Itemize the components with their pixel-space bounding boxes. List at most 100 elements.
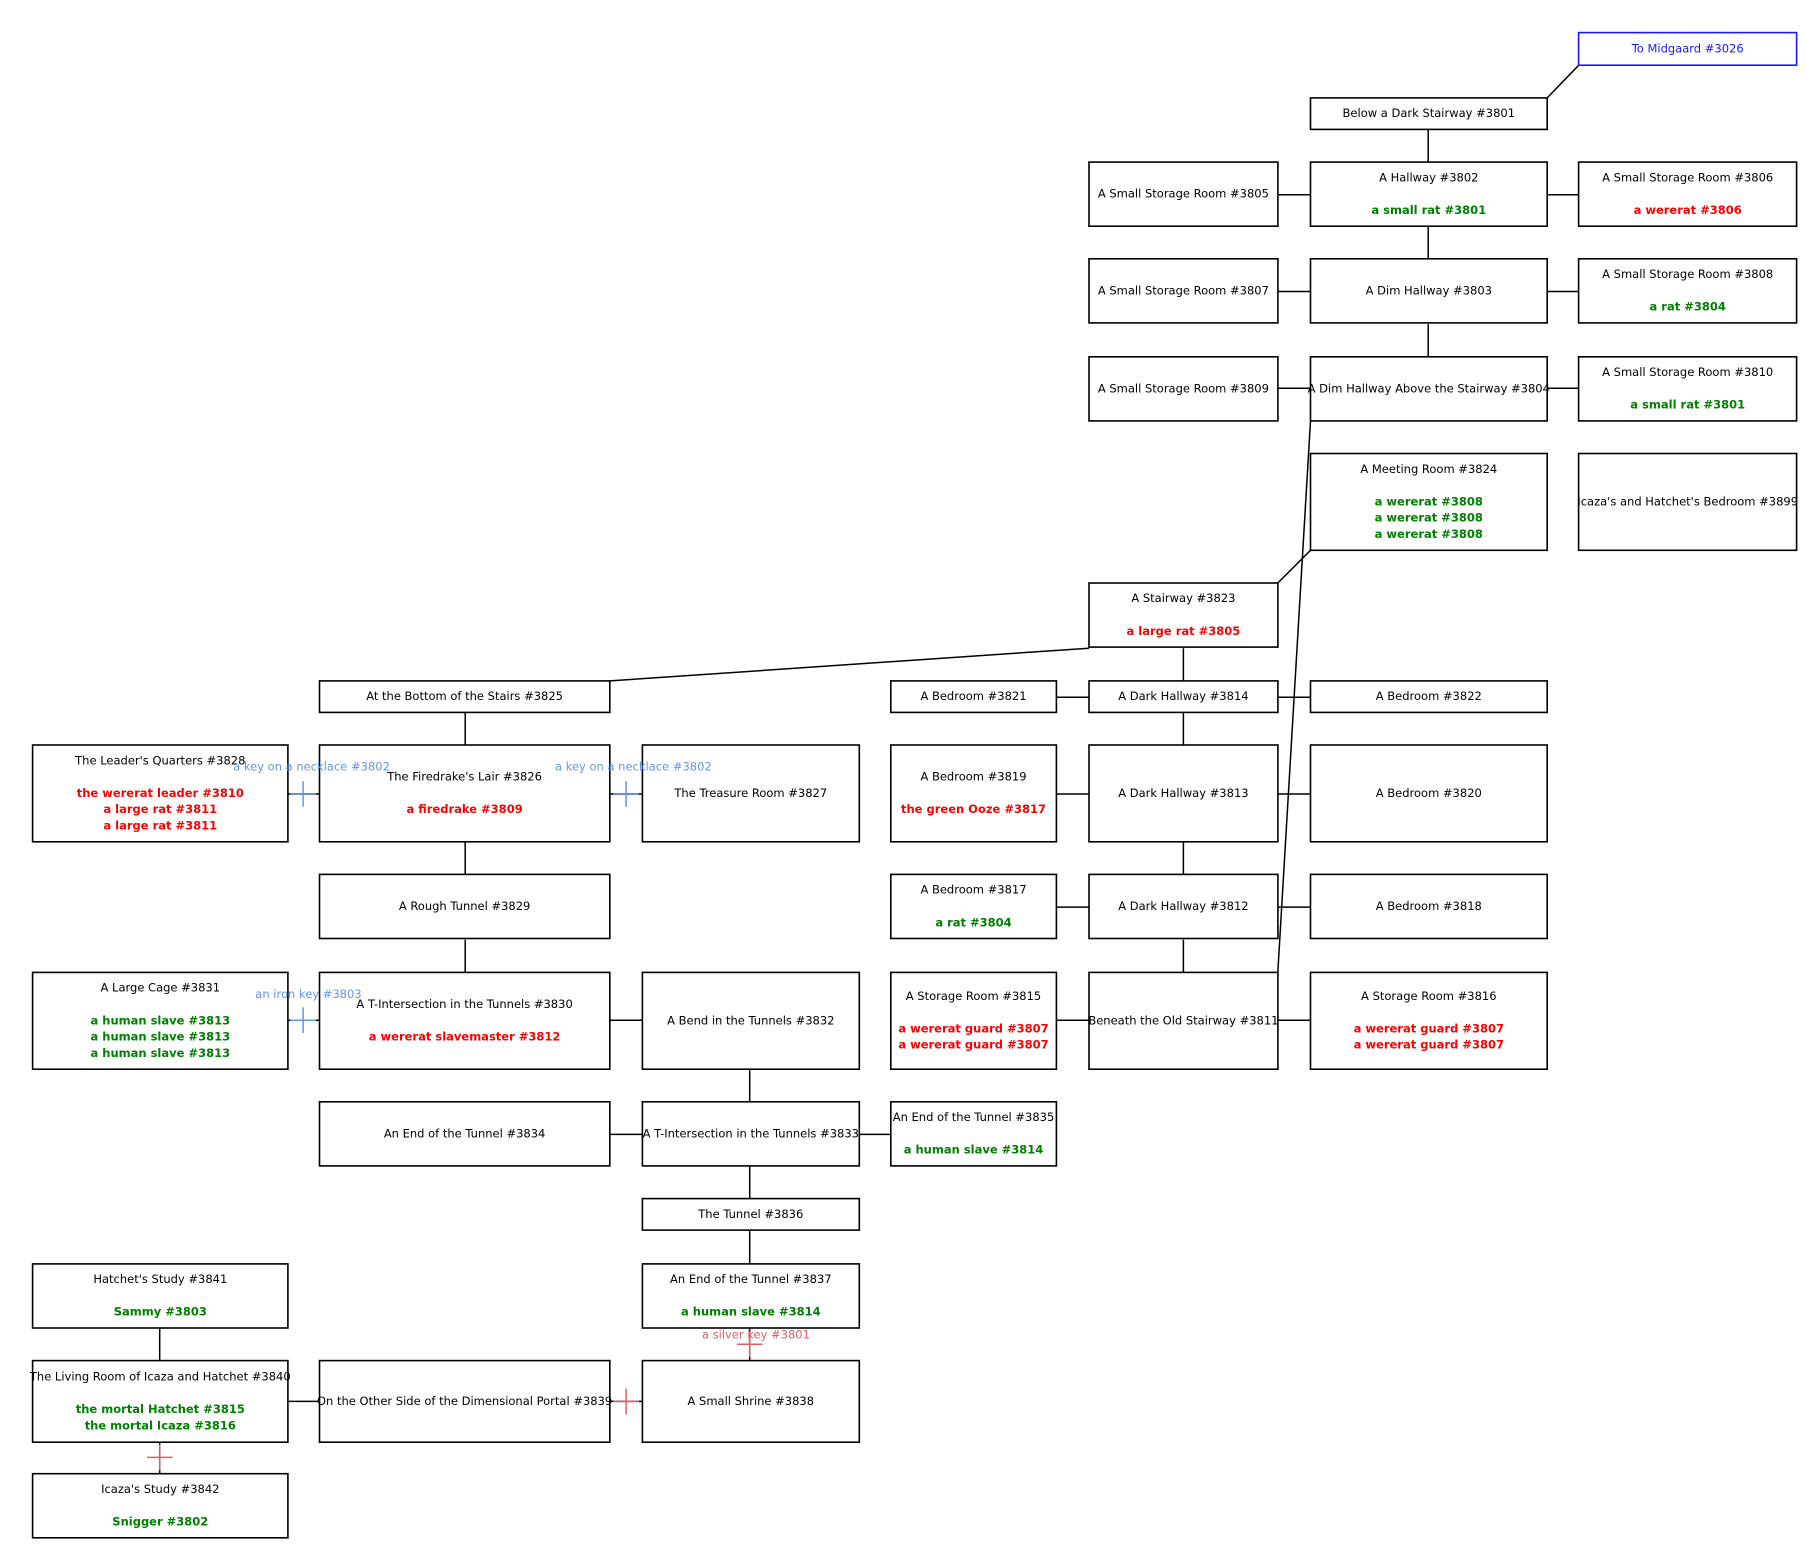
- door-key-label: a silver key #3801: [702, 1328, 810, 1342]
- mob-label: a wererat slavemaster #3812: [369, 1030, 561, 1044]
- locked-door: [613, 1388, 639, 1415]
- room-3823[interactable]: A Stairway #3823 a large rat #3805: [1088, 582, 1279, 648]
- room-box: [318, 1101, 611, 1167]
- room-title: A Rough Tunnel #3829: [399, 899, 531, 913]
- room-3825[interactable]: At the Bottom of the Stairs #3825: [318, 680, 611, 714]
- room-3839[interactable]: On the Other Side of the Dimensional Por…: [317, 1359, 612, 1443]
- room-3833[interactable]: A T-Intersection in the Tunnels #3833: [641, 1101, 861, 1167]
- room-title: Below a Dark Stairway #3801: [1343, 106, 1516, 120]
- door-key-label: a key on a necklace #3802: [233, 760, 390, 774]
- room-box: [318, 971, 611, 1071]
- room-3826[interactable]: The Firedrake's Lair #3826 a firedrake #3…: [318, 744, 611, 843]
- room-box: [1088, 355, 1279, 422]
- room-3813[interactable]: A Dark Hallway #3813: [1088, 744, 1279, 843]
- room-box: [641, 1359, 861, 1443]
- room-3836[interactable]: The Tunnel #3836: [641, 1197, 861, 1231]
- room-title: At the Bottom of the Stairs #3825: [366, 689, 563, 703]
- room-3838[interactable]: A Small Shrine #3838: [641, 1359, 861, 1443]
- locked-door: [146, 1444, 173, 1471]
- room-3814[interactable]: A Dark Hallway #3814: [1088, 680, 1279, 714]
- mob-label: the mortal Icaza #3816: [85, 1418, 236, 1432]
- room-3803[interactable]: A Dim Hallway #3803: [1309, 257, 1548, 324]
- room-title: A Small Storage Room #3805: [1098, 187, 1269, 201]
- room-3807[interactable]: A Small Storage Room #3807: [1088, 257, 1279, 324]
- room-3834[interactable]: An End of the Tunnel #3834: [318, 1101, 611, 1167]
- locked-door: a key on a necklace #3802: [233, 760, 390, 807]
- room-box: [1309, 873, 1548, 940]
- mob-label: a wererat guard #3807: [898, 1038, 1048, 1052]
- room-title: A Storage Room #3816: [1361, 989, 1496, 1003]
- room-3809[interactable]: A Small Storage Room #3809: [1088, 355, 1279, 422]
- room-3815[interactable]: A Storage Room #3815 a wererat guard #380…: [889, 971, 1058, 1071]
- room-3801[interactable]: Below a Dark Stairway #3801: [1309, 97, 1548, 131]
- room-title: Icaza's Study #3842: [101, 1482, 219, 1496]
- room-box: [1309, 680, 1548, 714]
- mob-label: a firedrake #3809: [406, 802, 522, 816]
- room-box: [1309, 971, 1548, 1071]
- room-box: [889, 971, 1058, 1071]
- mob-label: a rat #3804: [1650, 300, 1726, 314]
- room-box: [1088, 582, 1279, 648]
- room-3827[interactable]: The Treasure Room #3827: [641, 744, 861, 843]
- room-3829[interactable]: A Rough Tunnel #3829: [318, 873, 611, 940]
- mob-label: a human slave #3814: [681, 1305, 821, 1319]
- room-title: A Small Storage Room #3806: [1602, 170, 1773, 184]
- room-box: [1577, 31, 1798, 66]
- passage-line: [609, 647, 1090, 682]
- room-title: An End of the Tunnel #3834: [384, 1126, 546, 1140]
- room-title: The Firedrake's Lair #3826: [386, 770, 542, 784]
- room-box: [1309, 97, 1548, 131]
- room-3806[interactable]: A Small Storage Room #3806 a wererat #380…: [1577, 161, 1798, 228]
- room-title: The Treasure Room #3827: [673, 786, 827, 800]
- room-3804[interactable]: A Dim Hallway Above the Stairway #3804: [1308, 355, 1550, 422]
- room-title: A Stairway #3823: [1131, 591, 1235, 605]
- room-3832[interactable]: A Bend in the Tunnels #3832: [641, 971, 861, 1071]
- room-3820[interactable]: A Bedroom #3820: [1309, 744, 1548, 843]
- room-3899[interactable]: Icaza's and Hatchet's Bedroom #3899: [1577, 452, 1798, 552]
- room-title: A Storage Room #3815: [906, 989, 1041, 1003]
- locked-door: an iron key #3803: [255, 987, 362, 1033]
- room-box: [1088, 680, 1279, 714]
- mob-label: a wererat #3806: [1634, 203, 1742, 217]
- room-box: [1309, 161, 1548, 228]
- room-box: [1577, 161, 1798, 228]
- room-3811[interactable]: Beneath the Old Stairway #3811: [1088, 971, 1279, 1071]
- room-3818[interactable]: A Bedroom #3818: [1309, 873, 1548, 940]
- room-title: A Dim Hallway Above the Stairway #3804: [1308, 381, 1550, 395]
- room-title: A Dim Hallway #3803: [1366, 283, 1492, 297]
- mob-label: a large rat #3811: [103, 819, 217, 833]
- room-title: A Bedroom #3819: [920, 770, 1026, 784]
- room-box: [31, 1359, 289, 1443]
- room-title: Icaza's and Hatchet's Bedroom #3899: [1577, 494, 1798, 508]
- room-box: [641, 1101, 861, 1167]
- room-box: [318, 744, 611, 843]
- room-3805[interactable]: A Small Storage Room #3805: [1088, 161, 1279, 228]
- room-box: [1088, 257, 1279, 324]
- room-3821[interactable]: A Bedroom #3821: [889, 680, 1058, 714]
- room-title: On the Other Side of the Dimensional Por…: [317, 1394, 612, 1408]
- room-box: [318, 1359, 611, 1443]
- mob-label: a small rat #3801: [1630, 398, 1745, 412]
- room-3840[interactable]: The Living Room of Icaza and Hatchet #38…: [29, 1359, 291, 1443]
- room-3812[interactable]: A Dark Hallway #3812: [1088, 873, 1279, 940]
- room-3822[interactable]: A Bedroom #3822: [1309, 680, 1548, 714]
- exit-room-3026[interactable]: To Midgaard #3026: [1577, 31, 1798, 66]
- mob-label: the wererat leader #3810: [77, 786, 244, 800]
- mob-label: a large rat #3805: [1127, 624, 1241, 638]
- room-box: [1309, 452, 1548, 552]
